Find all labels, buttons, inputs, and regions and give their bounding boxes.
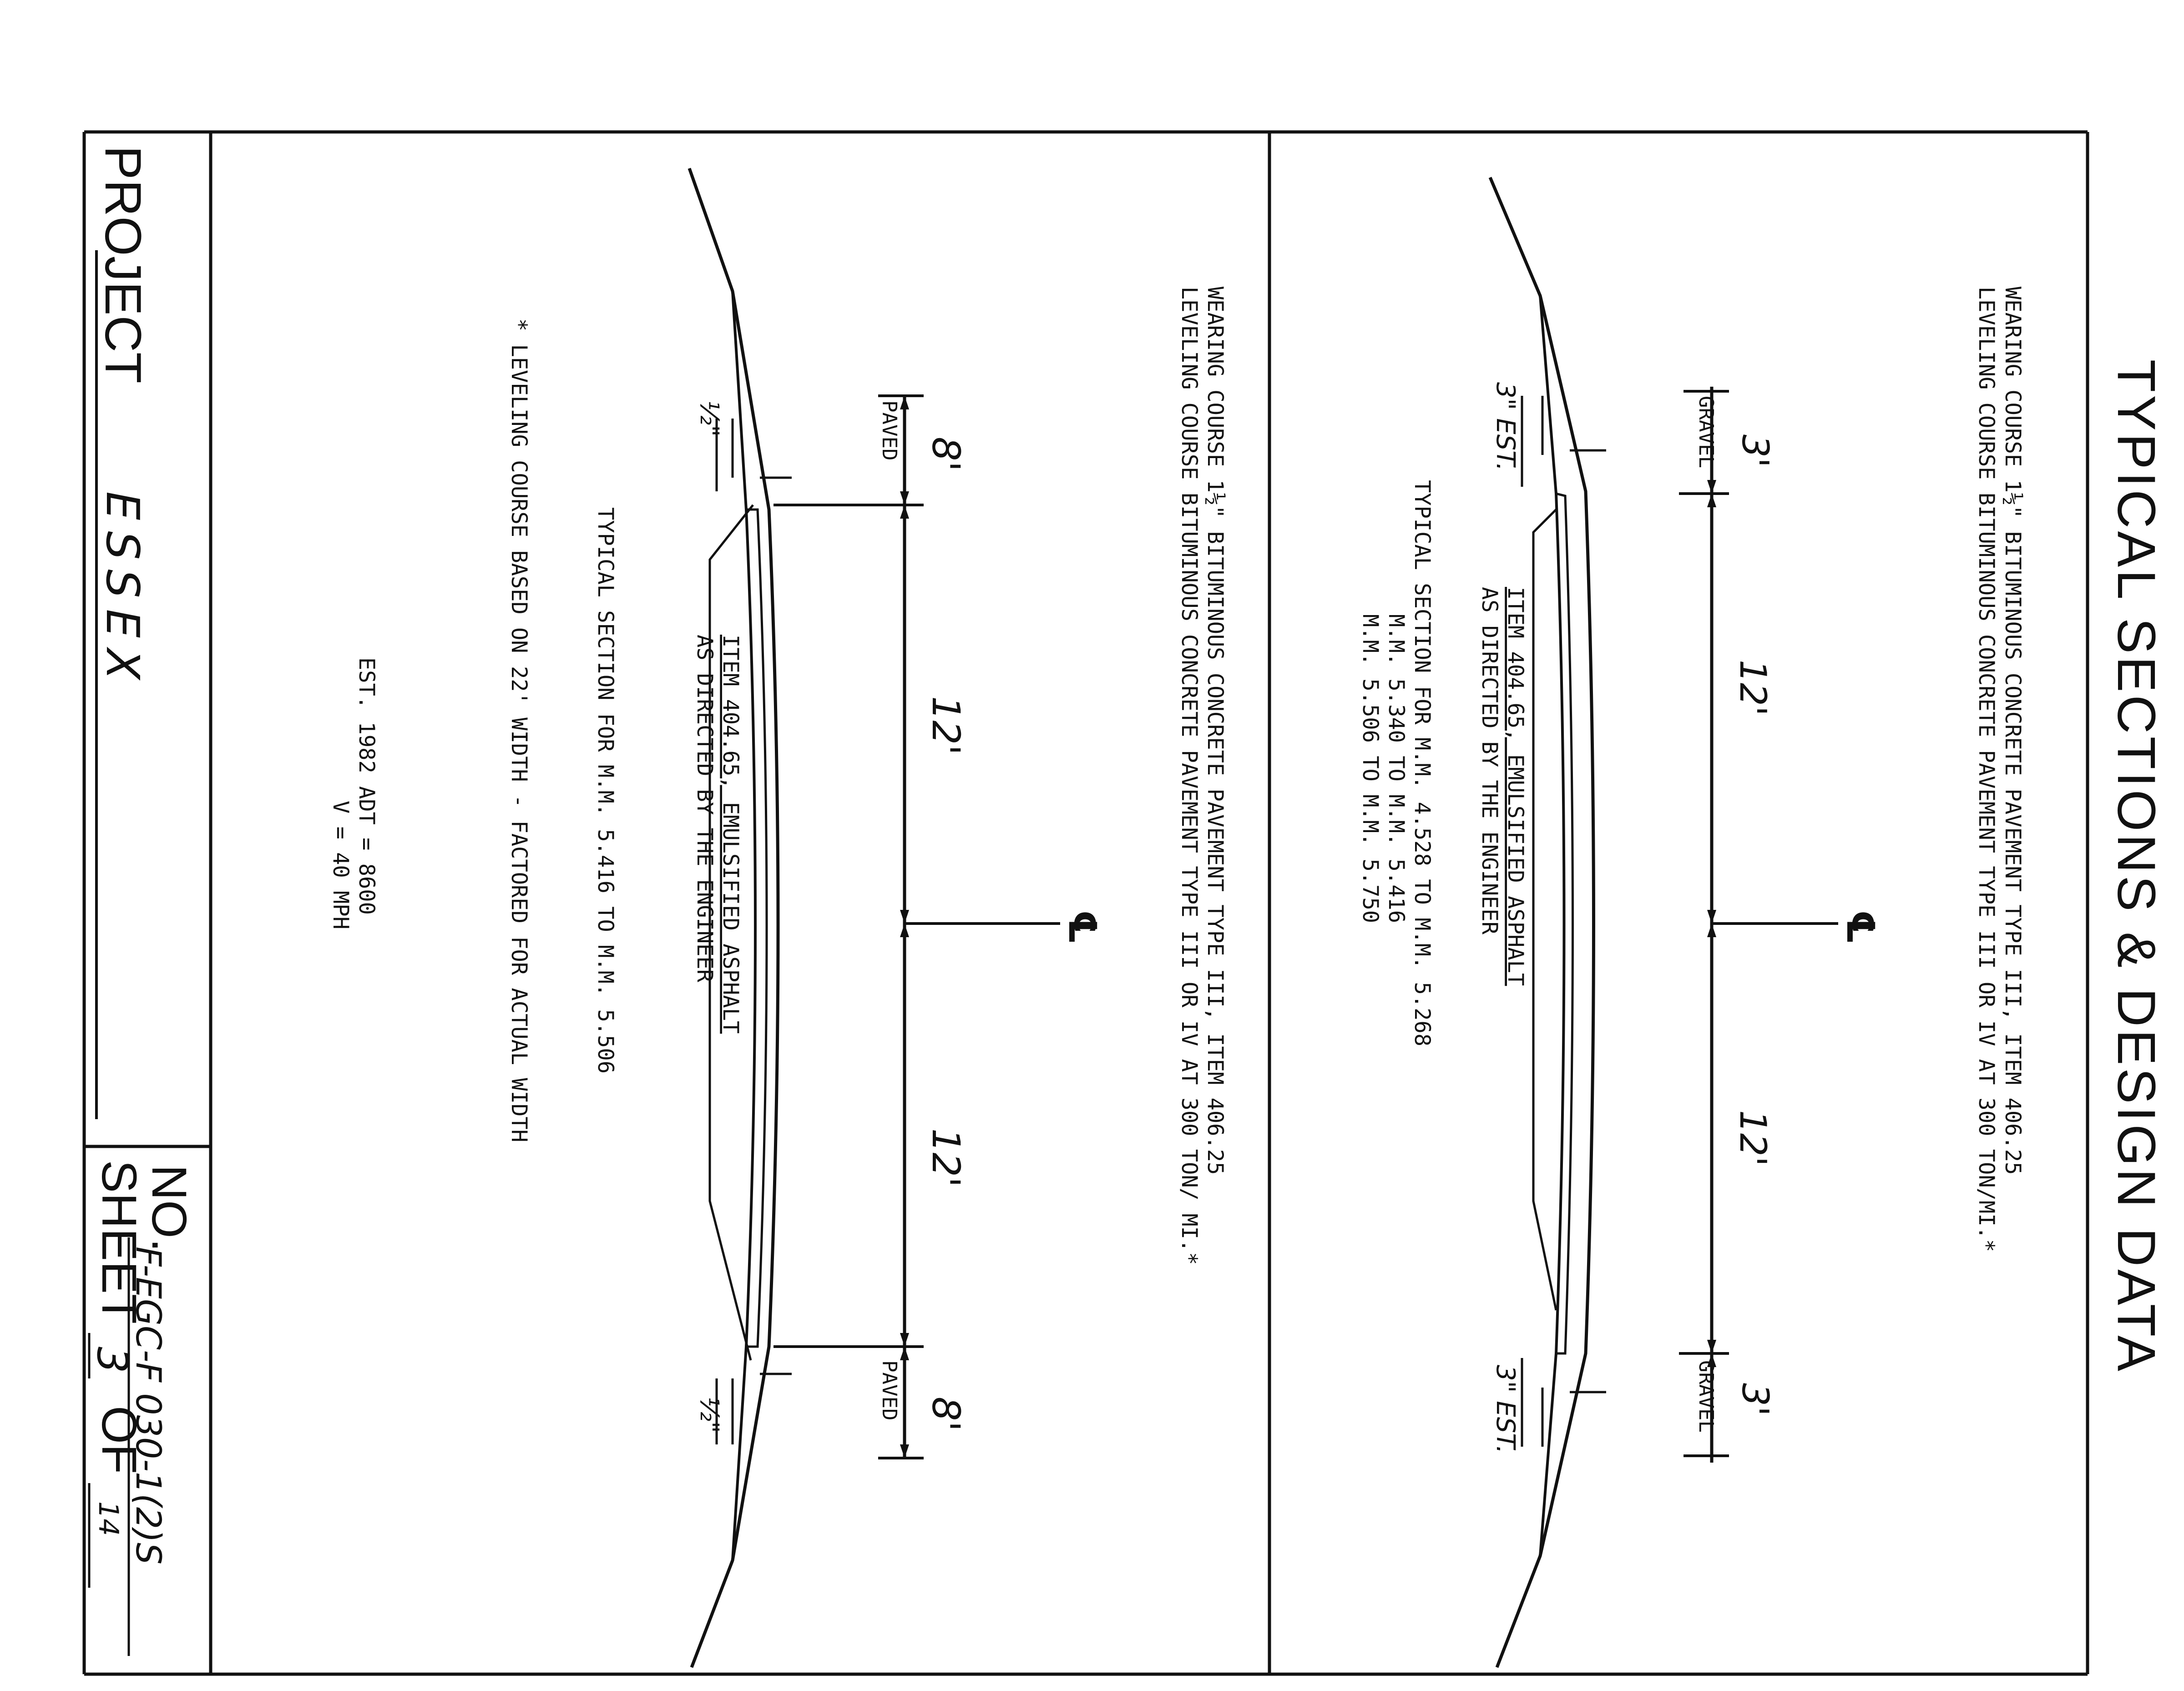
depth-left: ½"	[694, 400, 724, 437]
leveling-course-note: LEVELING COURSE BITUMINOUS CONCRETE PAVE…	[1177, 287, 1202, 1265]
no-label: NO.	[142, 1165, 197, 1252]
sheet-number: 3	[88, 1347, 136, 1373]
dim-shoulder-left: 3'	[1734, 434, 1776, 468]
dim-lane-left: 12'	[924, 696, 968, 755]
item-note-line1: ITEM 404.65, EMULSIFIED ASPHALT	[718, 635, 743, 1034]
dimension-arrows	[1707, 480, 1716, 1367]
dim-shoulder-right: 8'	[924, 1397, 968, 1432]
shoulder-label-right: PAVED	[878, 1360, 901, 1420]
dim-lane-right: 12'	[924, 1128, 968, 1187]
dimension-arrows	[900, 396, 909, 1458]
dim-shoulder-left: 8'	[924, 437, 968, 472]
depth-right: 3" EST.	[1491, 1365, 1520, 1454]
footnote: * LEVELING COURSE BASED ON 22' WIDTH - F…	[506, 318, 531, 1142]
dim-shoulder-right: 3'	[1734, 1383, 1776, 1416]
shoulder-label-left: GRAVEL	[1694, 396, 1718, 468]
design-data-speed: V = 40 MPH	[328, 801, 353, 929]
design-data-adt: EST. 1982 ADT = 8600	[354, 657, 379, 915]
typical-section-top: WEARING COURSE 1½" BITUMINOUS CONCRETE P…	[1358, 177, 2025, 1668]
section-caption-line1: TYPICAL SECTION FOR M.M. 4.528 TO M.M. 5…	[1410, 480, 1435, 1046]
typical-section-bottom: WEARING COURSE 1½" BITUMINOUS CONCRETE P…	[593, 167, 1228, 1668]
road-profile-overlay	[1556, 492, 1574, 1355]
item-callout-leader	[1532, 509, 1557, 1311]
road-profile-surface	[688, 167, 780, 1668]
section-caption-line3: M.M. 5.506 TO M.M. 5.750	[1358, 614, 1383, 923]
wearing-course-note: WEARING COURSE 1½" BITUMINOUS CONCRETE P…	[1203, 287, 1228, 1175]
item-note-line2: AS DIRECTED BY THE ENGINEER	[692, 635, 717, 983]
sheet-border	[82, 130, 2089, 1676]
centerline-symbol: ℄	[1839, 910, 1882, 944]
depth-right: ½"	[694, 1397, 724, 1433]
depth-leaders	[715, 419, 792, 1444]
project-number: F-EGC-F 030-1(2)S	[128, 1247, 169, 1565]
shoulder-label-right: GRAVEL	[1694, 1360, 1718, 1433]
road-profile-base	[731, 291, 757, 1561]
of-label: OF	[92, 1406, 147, 1474]
item-note-line2: AS DIRECTED BY THE ENGINEER	[1477, 587, 1502, 935]
road-profile-base	[1539, 295, 1566, 1556]
dim-lane-right: 12'	[1732, 1110, 1774, 1166]
leveling-course-note: LEVELING COURSE BITUMINOUS CONCRETE PAVE…	[1974, 287, 1999, 1252]
dimension-ticks	[1679, 390, 1838, 1457]
item-note-line1: ITEM 404.65, EMULSIFIED ASPHALT	[1503, 587, 1528, 986]
centerline-symbol: ℄	[1061, 910, 1104, 944]
dimension-ticks	[774, 394, 1060, 1459]
sheet-total: 14	[92, 1501, 124, 1536]
title-block: PROJECT ESSEX NO. F-EGC-F 030-1(2)S SHEE…	[84, 146, 211, 1656]
road-profile-overlay	[746, 508, 768, 1348]
page-title: TYPICAL SECTIONS & DESIGN DATA	[2106, 359, 2166, 1374]
section-caption-line2: M.M. 5.340 TO M.M. 5.416	[1384, 614, 1409, 923]
wearing-course-note: WEARING COURSE 1½" BITUMINOUS CONCRETE P…	[2000, 287, 2025, 1175]
project-label: PROJECT	[95, 146, 152, 384]
depth-left: 3" EST.	[1491, 382, 1520, 471]
sheet-label: SHEET	[92, 1160, 147, 1324]
item-callout-leader	[708, 504, 754, 1361]
shoulder-label-left: PAVED	[878, 400, 901, 460]
dim-lane-left: 12'	[1732, 660, 1774, 716]
road-profile-surface	[1488, 177, 1595, 1668]
section-caption: TYPICAL SECTION FOR M.M. 5.416 TO M.M. 5…	[593, 507, 618, 1074]
project-value: ESSEX	[96, 491, 149, 691]
depth-leaders	[1521, 396, 1606, 1447]
